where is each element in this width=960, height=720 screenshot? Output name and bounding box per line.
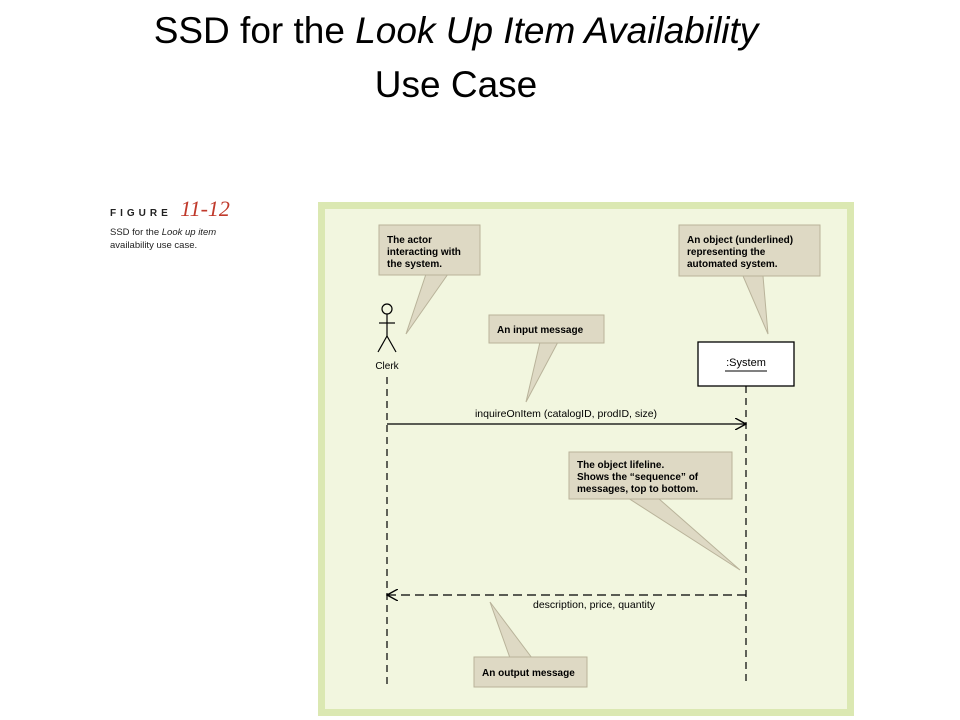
actor-callout-line-2: interacting with	[387, 247, 461, 258]
caption-prefix: SSD for the	[110, 227, 162, 238]
slide-title-prefix: SSD for the	[153, 10, 356, 51]
input-callout-label: An input message	[497, 325, 584, 336]
slide-title-italic: Look Up Item Availability	[355, 10, 759, 51]
sequence-diagram: Clerk :System inquireOnItem (catalogID, …	[318, 202, 854, 716]
actor-label: Clerk	[375, 361, 399, 372]
system-object-box	[697, 341, 795, 387]
output-message-label: description, price, quantity	[533, 599, 656, 611]
caption-italic: Look up item	[161, 227, 217, 238]
system-object-label: :System	[726, 357, 766, 369]
lifeline-callout-line-2: Shows the “sequence” of	[577, 472, 699, 483]
object-callout-line-3: automated system.	[687, 259, 778, 270]
figure-number: 11-12	[180, 196, 230, 221]
output-callout	[473, 656, 588, 688]
lifeline-callout-line-3: messages, top to bottom.	[577, 484, 698, 495]
input-message-label: inquireOnItem (catalogID, prodID, size)	[475, 408, 657, 420]
figure-caption: FIGURE 11-12 SSD for the Look up item ava…	[110, 196, 300, 252]
object-callout	[678, 224, 821, 277]
slide-title: SSD for the Look Up Item Availability Us…	[0, 4, 912, 112]
slide-title-suffix: Use Case	[374, 64, 538, 105]
caption-suffix: availability use case.	[110, 240, 198, 251]
figure-description: SSD for the Look up item availability use…	[110, 226, 300, 252]
figure-label: FIGURE	[110, 208, 172, 219]
object-callout-line-2: representing the	[687, 247, 766, 258]
object-callout-line-1: An object (underlined)	[687, 235, 793, 246]
actor-figure	[377, 303, 397, 353]
lifeline-callout-line-1: The object lifeline.	[577, 460, 664, 471]
lifeline-callout	[568, 451, 733, 500]
actor-callout	[378, 224, 481, 276]
actor-callout-line-3: the system.	[387, 259, 442, 270]
input-callout	[488, 314, 605, 344]
output-callout-label: An output message	[482, 668, 575, 679]
actor-callout-line-1: The actor	[387, 235, 432, 246]
